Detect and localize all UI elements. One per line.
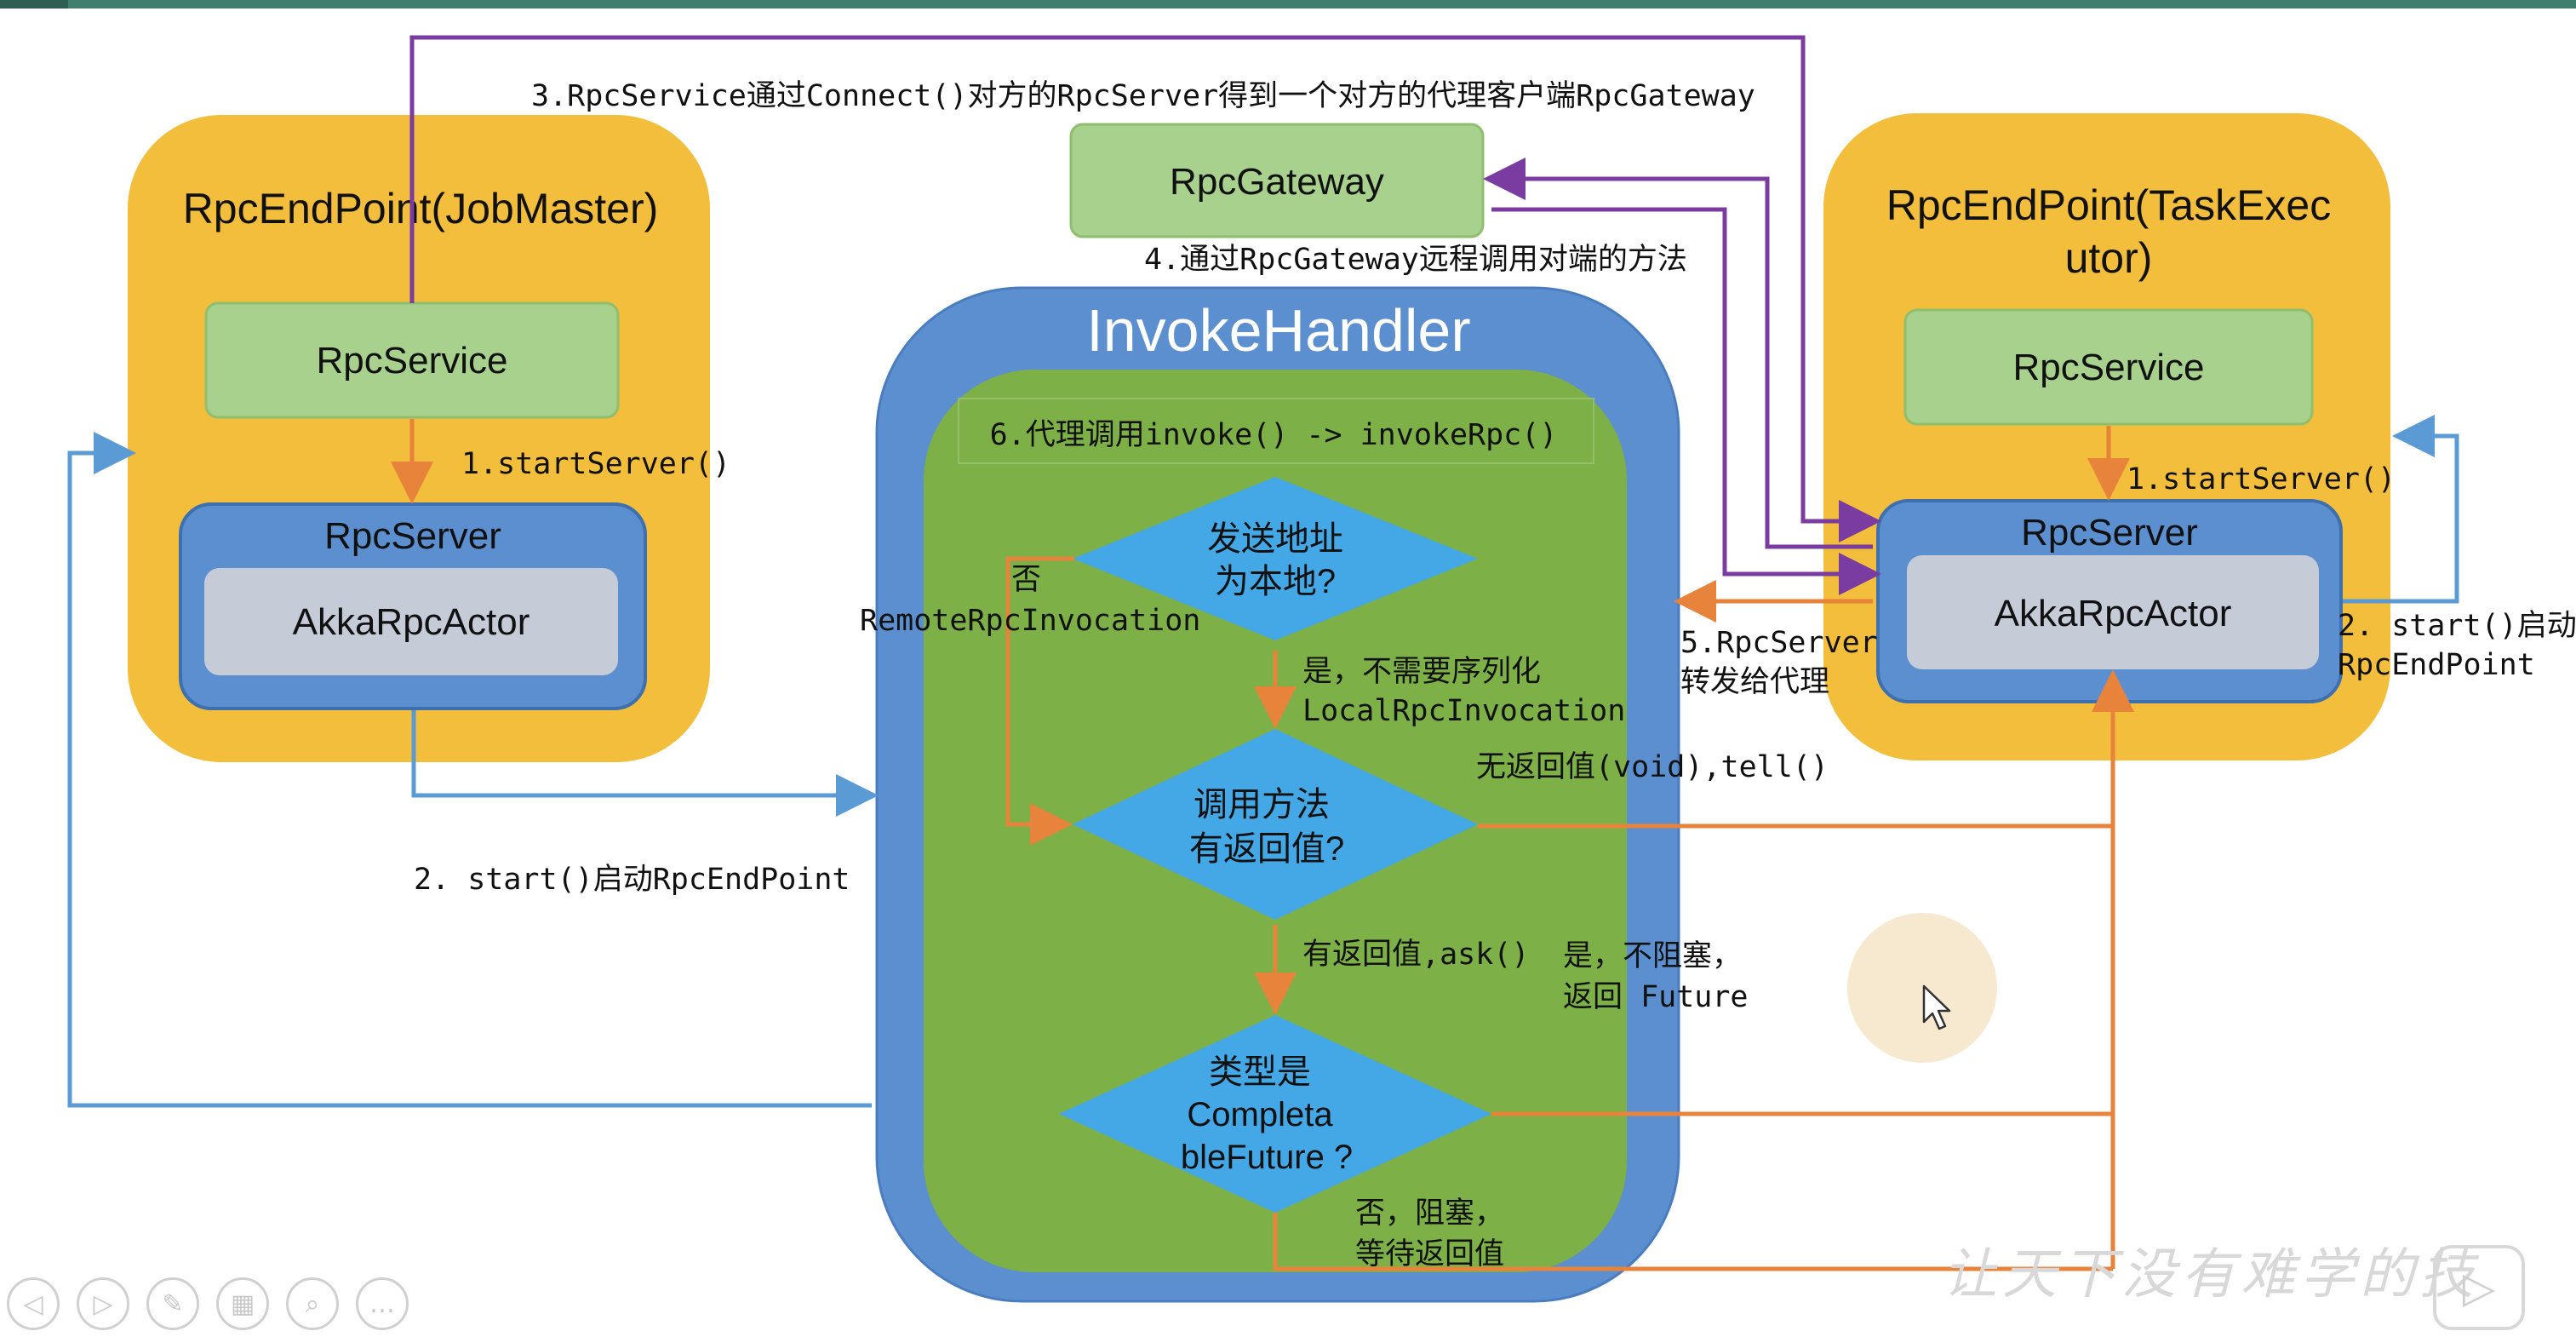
left-loop-back-line — [67, 432, 872, 1108]
top-strip-accent — [0, 0, 68, 9]
yes-local-note-line2: LocalRpcInvocation — [1302, 694, 1625, 728]
diamond-is-completable-line2: Completa — [1187, 1096, 1333, 1133]
left-start-endpoint-line — [411, 710, 879, 817]
cursor-highlight — [1847, 913, 1997, 1063]
invoke-handler: InvokeHandler 6.代理调用invoke() -> invokeRp… — [875, 286, 1680, 1303]
no-note: 否 — [1011, 563, 1041, 597]
blocking-line — [1273, 1213, 2113, 1271]
yes-nonblock-note-line1: 是，不阻塞， — [1563, 939, 1742, 973]
no-block-note-line2: 等待返回值 — [1355, 1237, 1504, 1271]
has-return-ask-note: 有返回值,ask() — [1302, 938, 1529, 972]
mouse-pointer-icon — [1922, 984, 1951, 1030]
left-endpoint-title: RpcEndPoint(JobMaster) — [183, 185, 659, 232]
step5-note-line2: 转发给代理 — [1680, 665, 1829, 699]
left-akka-rpc-actor — [204, 568, 618, 675]
right-rpc-service — [1903, 308, 2314, 426]
step6-box — [958, 398, 1594, 464]
prev-slide-icon[interactable]: ◁ — [7, 1277, 60, 1330]
step3-note: 3.RpcService通过Connect()对方的RpcServer得到一个对… — [531, 79, 1755, 113]
diamond-has-return — [1073, 729, 1478, 920]
left-start-note: 2. start()启动RpcEndPoint — [414, 863, 850, 897]
purple-connectors — [409, 35, 1881, 595]
step4-invoke-line — [1491, 207, 1881, 595]
step6-label: 6.代理调用invoke() -> invokeRpc() — [990, 418, 1558, 452]
diamond-has-return-line1: 调用方法 — [1194, 786, 1330, 823]
no-block-note-line1: 否，阻塞， — [1355, 1196, 1504, 1231]
diamond-is-local-line1: 发送地址 — [1207, 520, 1343, 558]
watermark: 让天下没有难学的技 — [1943, 1243, 2480, 1306]
rpc-gateway: RpcGateway — [1069, 123, 1485, 238]
void-tell-note: 无返回值(void),tell() — [1476, 750, 1829, 784]
more-options-icon[interactable]: … — [356, 1277, 409, 1330]
remote-invocation-note: RemoteRpcInvocation — [860, 604, 1200, 638]
right-akka-rpc-actor-label: AkkaRpcActor — [1995, 593, 2232, 634]
right-endpoint-title-line1: RpcEndPoint(TaskExec — [1886, 181, 2331, 229]
left-rpc-server-label: RpcServer — [324, 515, 501, 557]
diamond-is-local — [1073, 477, 1478, 640]
left-start-server-note: 1.startServer() — [461, 447, 730, 481]
yes-local-note-line1: 是，不需要序列化 — [1302, 655, 1541, 689]
presentation-controls: ◁ ▷ ✎ ▦ ⌕ … — [7, 1277, 409, 1337]
cursor-halo — [1847, 913, 1997, 1063]
diamond-is-completable-line1: 类型是 — [1209, 1053, 1311, 1091]
diamond-has-return-line2: 有返回值? — [1189, 830, 1344, 868]
invoke-handler-title: InvokeHandler — [1086, 297, 1470, 364]
remote-invocation-loop — [1005, 556, 1074, 846]
right-self-start-line — [2343, 415, 2459, 604]
right-start-note-line1: 2. start()启动 — [2338, 609, 2576, 643]
top-strip — [0, 0, 2576, 9]
gateway-return-line — [1483, 158, 1873, 549]
zoom-icon[interactable]: ⌕ — [286, 1277, 339, 1330]
left-rpc-service-label: RpcService — [317, 340, 508, 382]
step5-note-line1: 5.RpcServer — [1680, 626, 1878, 660]
orange-connectors — [391, 419, 2134, 1271]
yes-nonblock-note-line2: 返回 Future — [1563, 980, 1749, 1014]
right-rpc-server-label: RpcServer — [2021, 512, 2198, 554]
diamond-is-completable — [1059, 1015, 1491, 1213]
slide-grid-icon[interactable]: ▦ — [216, 1277, 269, 1330]
annotations: 3.RpcService通过Connect()对方的RpcServer得到一个对… — [414, 79, 2576, 1271]
left-akka-rpc-actor-label: AkkaRpcActor — [293, 601, 530, 643]
diamond-is-completable-line3: bleFuture ? — [1181, 1139, 1353, 1176]
right-start-server-note: 1.startServer() — [2127, 462, 2396, 496]
right-endpoint-title-line2: utor) — [2065, 234, 2153, 282]
left-endpoint: RpcEndPoint(JobMaster) RpcService RpcSer… — [128, 115, 710, 762]
play-button[interactable]: ▷ — [2433, 1245, 2525, 1330]
right-start-note-line2: RpcEndPoint — [2338, 648, 2535, 682]
pen-icon[interactable]: ✎ — [146, 1277, 199, 1330]
step3-connect-line — [409, 35, 1881, 542]
step4-note: 4.通过RpcGateway远程调用对端的方法 — [1144, 243, 1687, 277]
right-akka-rpc-actor — [1907, 555, 2319, 669]
right-rpc-service-label: RpcService — [2013, 347, 2205, 388]
rpc-gateway-label: RpcGateway — [1170, 161, 1384, 203]
diamond-is-local-line2: 为本地? — [1215, 563, 1336, 600]
next-slide-icon[interactable]: ▷ — [77, 1277, 129, 1330]
blue-connectors — [67, 415, 2459, 1108]
